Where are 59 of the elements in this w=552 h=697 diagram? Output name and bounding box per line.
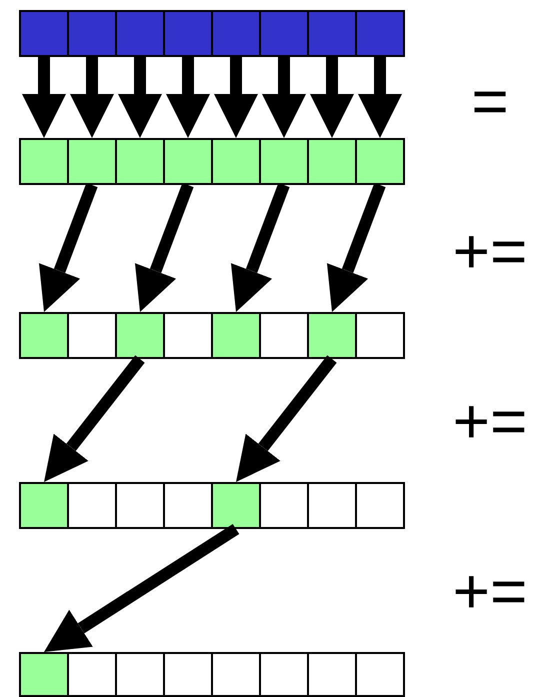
array-cell: [115, 10, 165, 57]
array-cell: [67, 482, 117, 529]
arrow: [44, 355, 145, 482]
array-cell: [307, 10, 357, 57]
array-cell: [211, 652, 261, 697]
array-cell: [115, 482, 165, 529]
arrow: [230, 182, 290, 312]
array-cell: [163, 482, 213, 529]
array-cell: [163, 652, 213, 697]
array-cell: [307, 652, 357, 697]
array-cell: [307, 138, 357, 185]
arrow: [166, 57, 210, 138]
array-cell: [67, 138, 117, 185]
array-cell: [19, 482, 69, 529]
arrow: [22, 57, 66, 138]
array-cell: [307, 312, 357, 359]
operator-label: +=: [452, 386, 528, 456]
arrow: [236, 355, 337, 482]
array-cell: [211, 482, 261, 529]
array-cell: [67, 10, 117, 57]
array-cell: [259, 312, 309, 359]
operator-label: +=: [452, 556, 528, 626]
array-cell: [163, 138, 213, 185]
array-cell: [211, 312, 261, 359]
arrow: [326, 182, 386, 312]
array-cell: [211, 10, 261, 57]
array-cell: [355, 652, 405, 697]
array-cell: [19, 312, 69, 359]
array-cell: [355, 482, 405, 529]
operator-label: =: [470, 66, 510, 136]
array-cell: [115, 652, 165, 697]
arrow: [38, 182, 98, 312]
arrow: [70, 57, 114, 138]
arrow: [358, 57, 402, 138]
array-cell: [115, 138, 165, 185]
array-cell: [259, 652, 309, 697]
array-cell: [67, 312, 117, 359]
array-cell: [307, 482, 357, 529]
array-cell: [259, 10, 309, 57]
arrow: [310, 57, 354, 138]
arrow: [44, 524, 240, 652]
array-cell: [163, 312, 213, 359]
array-cell: [115, 312, 165, 359]
array-cell: [19, 10, 69, 57]
operator-label: +=: [452, 216, 528, 286]
array-cell: [67, 652, 117, 697]
arrow: [262, 57, 306, 138]
arrow: [118, 57, 162, 138]
array-cell: [355, 312, 405, 359]
array-cell: [259, 482, 309, 529]
array-cell: [19, 652, 69, 697]
array-cell: [163, 10, 213, 57]
array-cell: [211, 138, 261, 185]
array-cell: [355, 10, 405, 57]
arrow: [134, 182, 194, 312]
arrow: [214, 57, 258, 138]
array-cell: [19, 138, 69, 185]
array-cell: [259, 138, 309, 185]
array-cell: [355, 138, 405, 185]
